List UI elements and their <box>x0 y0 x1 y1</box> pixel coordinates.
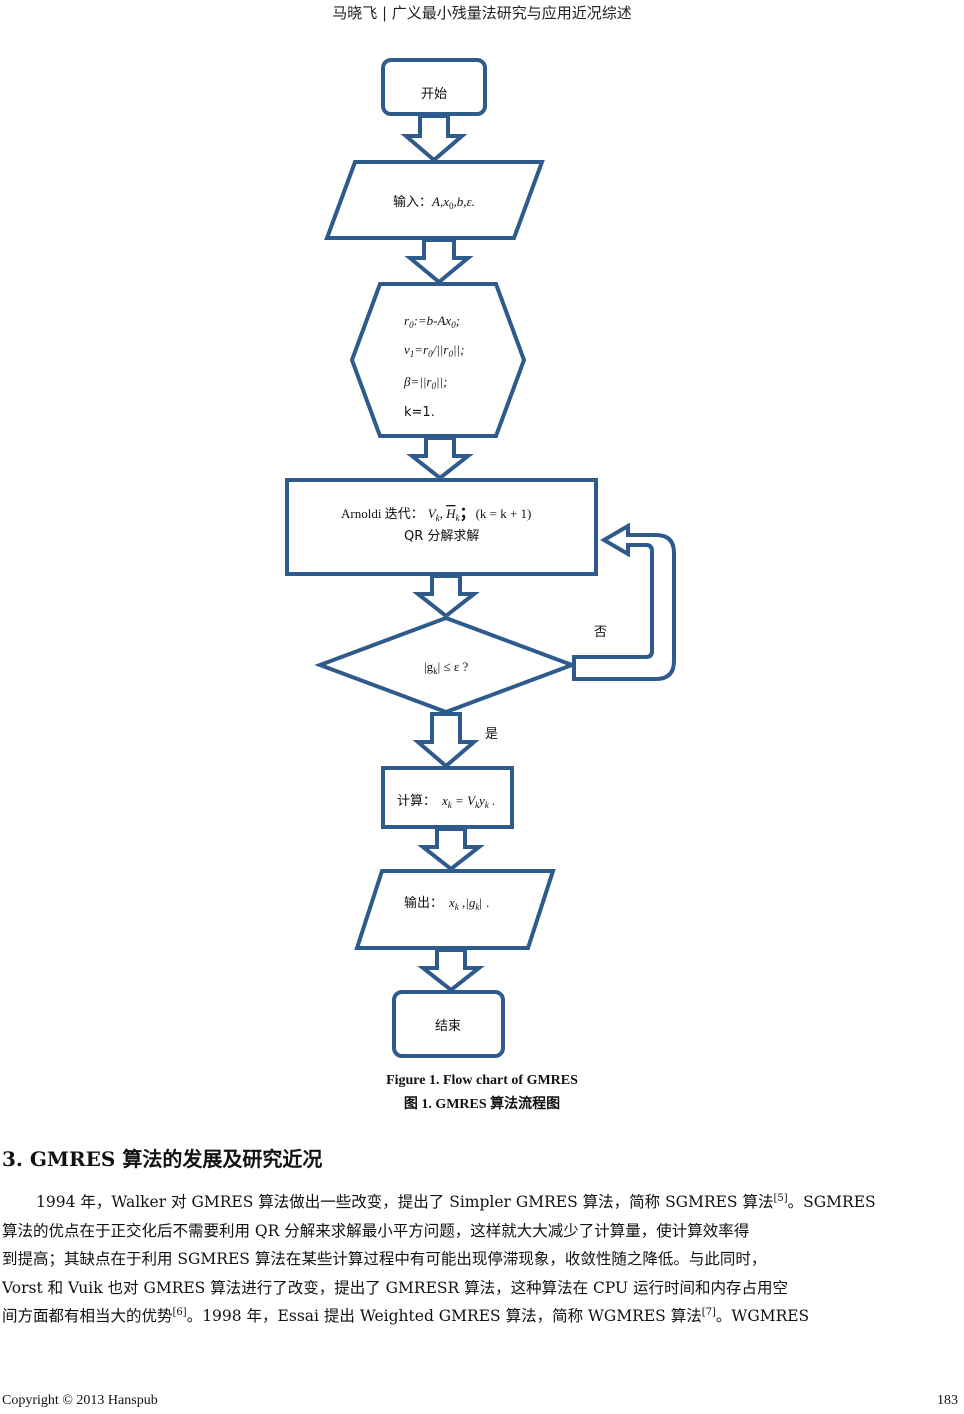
arnoldi-line-2: QR 分解求解 <box>404 529 479 544</box>
paragraph-line-3: 到提高；其缺点在于利用 SGMRES 算法在某些计算过程中有可能出现停滞现象，收… <box>2 1250 767 1268</box>
init-line-2: v1=r0/||r0||; <box>404 342 464 359</box>
arrow-init-to-arnoldi <box>406 436 474 481</box>
arrow-output-to-end <box>417 948 485 993</box>
arnoldi-process-box <box>285 478 598 576</box>
init-line-1: r0:=b-Ax0; <box>404 313 460 330</box>
init-line-3: β=||r0||; <box>403 374 447 391</box>
citation-5[interactable]: [5] <box>773 1193 788 1204</box>
citation-7[interactable]: [7] <box>701 1307 716 1318</box>
end-terminal <box>392 990 505 1058</box>
figure-caption-zh: 图 1. GMRES 算法流程图 <box>403 1097 561 1112</box>
start-label: 开始 <box>421 87 447 102</box>
loop-back-arrow <box>572 522 676 681</box>
output-parallelogram <box>354 869 556 950</box>
section-heading: 3. GMRES 算法的发展及研究近况 <box>2 1147 323 1171</box>
paragraph-line-4: Vorst 和 Vuik 也对 GMRES 算法进行了改变，提出了 GMRESR… <box>2 1278 789 1297</box>
arrow-compute-to-output <box>417 827 485 872</box>
paragraph-line-1: 1994 年，Walker 对 GMRES 算法做出一些改变，提出了 Simpl… <box>36 1193 876 1211</box>
running-header: 马晓飞 | 广义最小残量法研究与应用近况综述 <box>332 4 632 22</box>
arrow-start-to-input <box>400 114 468 163</box>
figure-caption-en: Figure 1. Flow chart of GMRES <box>386 1073 578 1088</box>
init-line-4: k=1. <box>404 405 435 420</box>
yes-branch-label: 是 <box>485 727 498 742</box>
page-number: 183 <box>937 1393 958 1408</box>
input-label: 输入：A,x0,b,ε. <box>393 194 475 211</box>
paragraph-line-2: 算法的优点在于正交化后不需要利用 QR 分解来求解最小平方问题，这样就大大减少了… <box>2 1221 750 1240</box>
input-parallelogram <box>324 160 545 240</box>
init-hexagon <box>349 282 527 438</box>
compute-label: 计算：xk = Vkyk. <box>397 793 495 810</box>
copyright-footer: Copyright © 2013 Hanspub <box>2 1393 158 1408</box>
decision-label: |gk| ≤ ε ? <box>424 659 469 676</box>
arrow-arnoldi-to-decision <box>412 574 480 619</box>
citation-6[interactable]: [6] <box>172 1307 187 1318</box>
arnoldi-line-1: Arnoldi 迭代：Vk, Hk；(k = k + 1) <box>341 505 531 523</box>
arrow-input-to-init <box>404 238 474 285</box>
no-branch-label: 否 <box>594 625 607 640</box>
arrow-decision-to-compute <box>412 712 480 769</box>
body-paragraph: 1994 年，Walker 对 GMRES 算法做出一些改变，提出了 Simpl… <box>2 1188 962 1331</box>
gmres-flowchart: .shape { fill: #ffffff; stroke: #2f5b8c;… <box>285 58 676 1058</box>
paragraph-line-5: 间方面都有相当大的优势[6]。1998 年，Essai 提出 Weighted … <box>2 1307 810 1325</box>
output-label: 输出：xk ,|gk|. <box>404 895 489 912</box>
end-label: 结束 <box>435 1019 461 1034</box>
compute-box <box>381 766 514 829</box>
